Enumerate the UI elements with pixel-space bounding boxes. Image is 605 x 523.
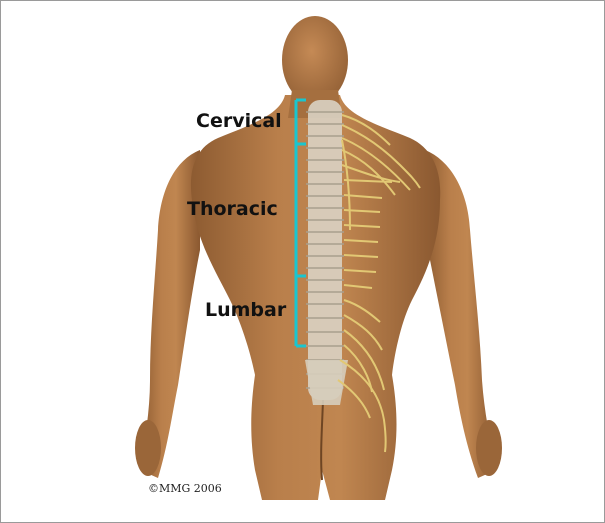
spinal-column <box>305 100 348 405</box>
label-thoracic: Thoracic <box>187 198 278 220</box>
left-hand <box>135 420 161 476</box>
right-hand <box>476 420 502 476</box>
label-cervical: Cervical <box>196 110 282 132</box>
label-lumbar: Lumbar <box>205 299 286 321</box>
spine-body <box>308 100 342 400</box>
copyright-notice: ©MMG 2006 <box>148 482 222 495</box>
